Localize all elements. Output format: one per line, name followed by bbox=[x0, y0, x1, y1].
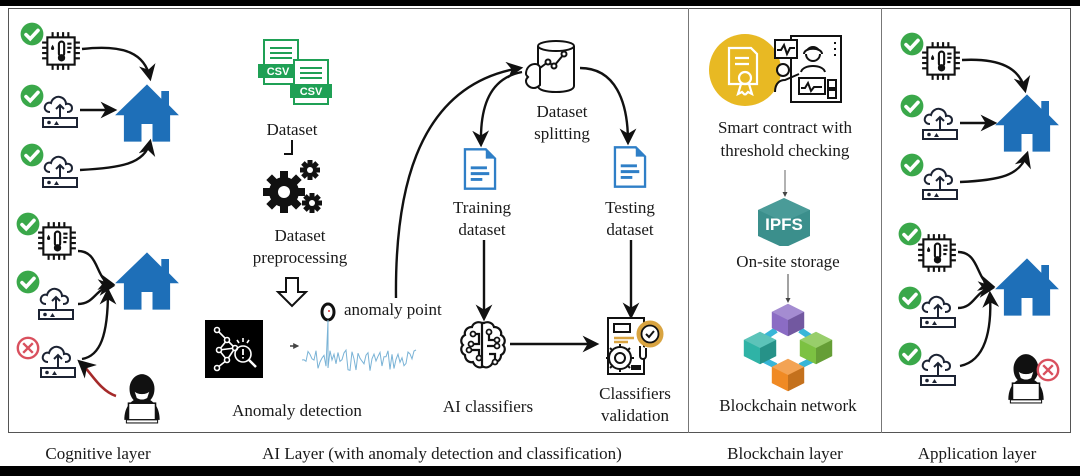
cloud-gateway-icon bbox=[918, 290, 958, 330]
application-connectors bbox=[957, 58, 1031, 368]
svg-text:CSV: CSV bbox=[300, 86, 323, 98]
thermostat-chip-icon bbox=[36, 220, 78, 262]
anomaly-detection-label: Anomaly detection bbox=[232, 401, 362, 420]
house-icon bbox=[994, 256, 1060, 318]
caption-application-layer: Application layer bbox=[917, 444, 1037, 463]
thermostat-chip-icon bbox=[916, 232, 958, 274]
diagram-canvas: CSV CSV Dataset Dataset bbox=[0, 6, 1080, 466]
arrow-dataset-to-preprocessing bbox=[284, 140, 293, 155]
arrow-anomaly-to-splitting bbox=[394, 61, 524, 299]
cognitive-connectors bbox=[77, 46, 156, 361]
svg-text:IPFS: IPFS bbox=[765, 215, 803, 234]
cloud-gateway-icon bbox=[918, 348, 958, 388]
anomaly-detection-icon bbox=[205, 320, 263, 378]
dataset-label: Dataset bbox=[266, 120, 318, 139]
splitting-label-line1: Dataset bbox=[536, 102, 588, 121]
testing-label-line2: dataset bbox=[606, 220, 654, 239]
gears-icon bbox=[263, 160, 322, 213]
on-site-storage-label: On-site storage bbox=[736, 252, 840, 271]
cloud-gateway-icon bbox=[920, 102, 960, 142]
cloud-gateway-icon bbox=[40, 90, 80, 130]
arrow-chip-to-house-b bbox=[77, 249, 116, 290]
ai-brain-icon bbox=[460, 321, 506, 369]
training-dataset-icon bbox=[462, 147, 498, 191]
arrow-chip-to-house-a bbox=[81, 46, 156, 82]
preprocessing-label-line2: preprocessing bbox=[252, 248, 348, 267]
dataset-splitting-icon bbox=[524, 40, 575, 94]
app-arrow-gateway2-to-house-a bbox=[959, 150, 1031, 184]
training-label-line2: dataset bbox=[458, 220, 506, 239]
caption-ai-layer: AI Layer (with anomaly detection and cla… bbox=[262, 444, 622, 463]
ai-classifiers-label: AI classifiers bbox=[442, 397, 534, 416]
hacker-icon bbox=[116, 372, 168, 424]
ai-connectors bbox=[284, 61, 640, 353]
arrow-gateway-to-house-b bbox=[77, 279, 116, 306]
anomaly-point-marker bbox=[320, 302, 336, 322]
blockchain-network-label: Blockchain network bbox=[719, 396, 857, 415]
blockchain-network-icon bbox=[740, 302, 836, 396]
house-icon bbox=[994, 92, 1060, 154]
testing-dataset-icon bbox=[612, 145, 648, 189]
error-x-icon bbox=[1036, 358, 1060, 382]
cloud-gateway-compromised-icon bbox=[38, 340, 78, 380]
app-arrow-chip-to-house-b bbox=[957, 250, 996, 291]
cloud-gateway-icon bbox=[40, 150, 80, 190]
caption-cognitive-layer: Cognitive layer bbox=[45, 444, 151, 463]
cloud-gateway-icon bbox=[920, 162, 960, 202]
signal-waveform-chart bbox=[301, 302, 417, 371]
arrow-splitting-to-training bbox=[472, 70, 523, 148]
splitting-label-line2: splitting bbox=[534, 124, 590, 143]
house-icon bbox=[114, 82, 180, 144]
smart-contract-icon bbox=[709, 34, 842, 106]
app-arrow-gateway2-to-house-b bbox=[959, 290, 1000, 368]
svg-text:CSV: CSV bbox=[267, 66, 290, 78]
app-arrow-chip-to-house-a bbox=[961, 58, 1031, 94]
contract-badge bbox=[709, 34, 781, 106]
signal-line bbox=[301, 319, 417, 371]
hollow-down-arrow bbox=[275, 277, 309, 308]
thermostat-chip-icon bbox=[920, 40, 962, 82]
house-icon bbox=[114, 250, 180, 312]
caption-blockchain-layer: Blockchain layer bbox=[727, 444, 843, 463]
classifier-validation-icon bbox=[606, 317, 664, 375]
arrow-compromised-to-house-b bbox=[81, 287, 117, 361]
ipfs-icon: IPFS bbox=[758, 198, 810, 246]
preprocessing-label-line1: Dataset bbox=[274, 226, 326, 245]
validation-label-line2: validation bbox=[601, 406, 669, 425]
layer-frames bbox=[8, 8, 1071, 433]
validation-label-line1: Classifiers bbox=[599, 384, 671, 403]
attack-arrow bbox=[77, 359, 117, 398]
contract-label-line1: Smart contract with bbox=[717, 118, 853, 137]
anomaly-point-label: anomaly point bbox=[344, 300, 442, 319]
cloud-gateway-icon bbox=[36, 282, 76, 322]
testing-label-line1: Testing bbox=[605, 198, 655, 217]
arrow-splitting-to-testing bbox=[579, 66, 637, 146]
contract-label-line2: threshold checking bbox=[720, 141, 850, 160]
thermostat-chip-icon bbox=[40, 30, 82, 72]
outer-frame bbox=[8, 8, 1071, 433]
app-arrow-gateway-to-house-b bbox=[957, 281, 996, 310]
arrow-gateway2-to-house-a bbox=[79, 138, 156, 172]
training-label-line1: Training bbox=[453, 198, 511, 217]
csv-files-icon: CSV CSV bbox=[258, 39, 332, 105]
error-x-icon bbox=[16, 336, 40, 360]
